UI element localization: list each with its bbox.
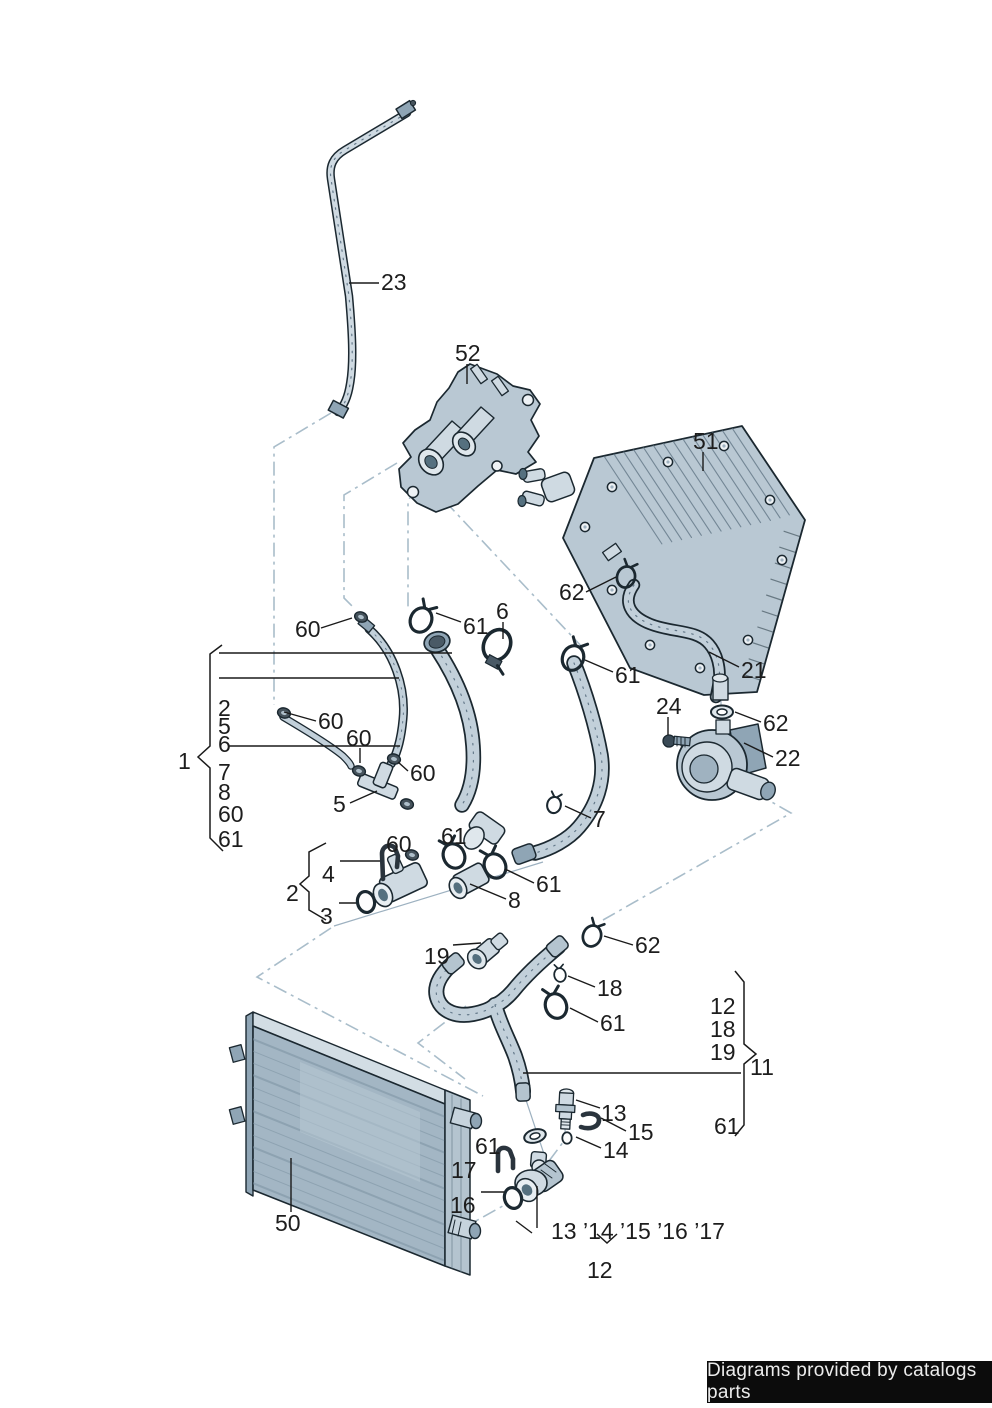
part-callout-1: 1 bbox=[178, 748, 191, 774]
part-callout-7: 7 bbox=[218, 759, 231, 785]
part-callout-13: 13 bbox=[601, 1100, 627, 1126]
part-callout-19: 19 bbox=[424, 943, 450, 969]
clamp-62 bbox=[578, 915, 608, 951]
part-callout-62: 62 bbox=[559, 579, 585, 605]
fitting-19 bbox=[466, 932, 509, 970]
oil-cooler-51 bbox=[517, 425, 806, 696]
part-callout-18: 18 bbox=[710, 1016, 736, 1042]
y-hose-12 bbox=[428, 935, 569, 1102]
part-callout-60: 60 bbox=[295, 616, 321, 642]
part-callout-52: 52 bbox=[455, 340, 481, 366]
part-callout-4: 4 bbox=[322, 861, 335, 887]
part-callout-8: 8 bbox=[218, 779, 231, 805]
clamp-6 bbox=[481, 627, 513, 676]
retaining-clip-15 bbox=[578, 1111, 602, 1131]
part-callout-11: 11 bbox=[750, 1054, 774, 1080]
part-callout-50: 50 bbox=[275, 1210, 301, 1236]
part-callout-13-14-15-16-17: 13 ’14 ’15 ’16 ’17 bbox=[551, 1218, 725, 1244]
o-ring-14 bbox=[561, 1131, 573, 1145]
part-callout-7: 7 bbox=[593, 806, 606, 832]
part-callout-8: 8 bbox=[508, 887, 521, 913]
radiator-50 bbox=[228, 1011, 483, 1276]
part-callout-61: 61 bbox=[536, 871, 562, 897]
nut-60 bbox=[398, 796, 416, 812]
part-callout-60: 60 bbox=[346, 725, 372, 751]
part-callout-5: 5 bbox=[333, 791, 346, 817]
cooler-screw bbox=[742, 634, 754, 646]
breather-pipe-23 bbox=[326, 99, 417, 419]
part-callout-62: 62 bbox=[635, 932, 661, 958]
cooler-screw bbox=[606, 584, 618, 596]
watermark-bar: Diagrams provided by catalogs parts bbox=[707, 1360, 992, 1403]
group-braces bbox=[196, 644, 758, 1245]
part-callout-6: 6 bbox=[218, 731, 231, 757]
part-callout-18: 18 bbox=[597, 975, 623, 1001]
part-callout-6: 6 bbox=[496, 598, 509, 624]
part-callout-61: 61 bbox=[615, 662, 641, 688]
part-callout-60: 60 bbox=[318, 708, 344, 734]
part-callout-5: 5 bbox=[218, 713, 231, 739]
part-callout-61: 61 bbox=[218, 826, 244, 852]
clamp-7 bbox=[544, 789, 565, 816]
part-callout-3: 3 bbox=[320, 903, 333, 929]
watermark-text: Diagrams provided by catalogs parts bbox=[707, 1360, 977, 1403]
temperature-sensor-13 bbox=[554, 1088, 576, 1130]
coolant-flange-52 bbox=[398, 363, 541, 513]
model-year-chevron bbox=[596, 1233, 618, 1245]
cooler-screw bbox=[606, 481, 618, 493]
part-callout-12: 12 bbox=[710, 993, 736, 1019]
part-callout-21: 21 bbox=[741, 657, 767, 683]
part-callout-12: 12 bbox=[587, 1257, 613, 1283]
part-callout-17: 17 bbox=[451, 1157, 477, 1183]
part-callout-61: 61 bbox=[600, 1010, 626, 1036]
cooler-screw bbox=[764, 494, 776, 506]
part-callout-19: 19 bbox=[710, 1039, 736, 1065]
part-callout-61: 61 bbox=[714, 1113, 740, 1139]
auxiliary-water-pump-22 bbox=[676, 673, 776, 801]
part-callout-23: 23 bbox=[381, 269, 407, 295]
part-callout-22: 22 bbox=[775, 745, 801, 771]
clamp-61 bbox=[537, 982, 572, 1023]
part-callout-61: 61 bbox=[441, 823, 467, 849]
screw-24 bbox=[662, 734, 691, 748]
callout-leader-lines bbox=[219, 282, 774, 1234]
clamp-18 bbox=[551, 962, 568, 984]
cooler-screw bbox=[776, 554, 788, 566]
part-callout-60: 60 bbox=[386, 831, 412, 857]
part-callout-60: 60 bbox=[410, 760, 436, 786]
coolant-hose-21 bbox=[622, 578, 726, 704]
seal-62 bbox=[710, 704, 734, 720]
cooler-screw bbox=[718, 440, 730, 452]
seal-61 bbox=[521, 1125, 549, 1147]
part-callout-24: 24 bbox=[656, 693, 682, 719]
clamp-61 bbox=[404, 595, 441, 638]
part-callout-2: 2 bbox=[286, 880, 299, 906]
cooler-screw bbox=[644, 639, 656, 651]
part-callout-16: 16 bbox=[450, 1192, 476, 1218]
part-callout-61: 61 bbox=[475, 1133, 501, 1159]
cooler-screw bbox=[579, 521, 591, 533]
part-callout-15: 15 bbox=[628, 1119, 654, 1145]
part-callout-60: 60 bbox=[218, 801, 244, 827]
part-callout-14: 14 bbox=[603, 1137, 629, 1163]
part-callout-61: 61 bbox=[463, 613, 489, 639]
cooler-screw bbox=[662, 456, 674, 468]
part-callout-62: 62 bbox=[763, 710, 789, 736]
hose-group-1 bbox=[279, 616, 610, 908]
part-callout-2: 2 bbox=[218, 695, 231, 721]
elbow-union-16 bbox=[514, 1150, 564, 1203]
part-callout-51: 51 bbox=[693, 428, 719, 454]
cooler-screw bbox=[694, 662, 706, 674]
retaining-clip-61 bbox=[495, 1145, 516, 1174]
